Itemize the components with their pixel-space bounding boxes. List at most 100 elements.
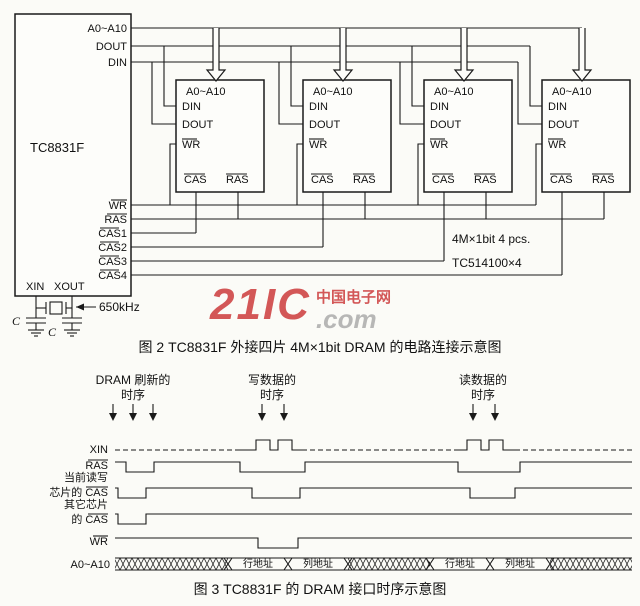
controller-pin-addr: A0~A10 [88, 23, 127, 35]
annotation-read: 读数据的 时序 [459, 372, 507, 421]
address-bus-arrow-icon [453, 28, 475, 82]
controller-pin-wr: WR [109, 200, 127, 212]
controller-tc8831f: TC8831F A0~A10 DOUT DIN WR RAS CAS1 CAS2… [14, 13, 132, 297]
timing-diagram: DRAM 刷新的 时序 写数据的 时序 读数据的 时序 XIN [49, 372, 632, 597]
signal-row-ras: RAS [85, 459, 632, 473]
down-arrow-icon [109, 413, 117, 421]
signal-row-xin: XIN [90, 439, 632, 456]
bus-label-row-address-1: 行地址 [243, 557, 273, 570]
signal-label-current-cas-line2: 芯片的 CAS [49, 485, 108, 499]
dram-pin-addr: A0~A10 [313, 86, 352, 98]
annotation-read-line1: 读数据的 [459, 372, 507, 387]
signal-label-ras: RAS [85, 460, 108, 472]
down-arrow-icon [280, 413, 288, 421]
dram-pin-din: DIN [548, 101, 567, 113]
dram-chip-box [541, 79, 631, 193]
dram-pin-ras: RAS [592, 174, 615, 186]
signal-row-other-cas: 其它芯片 的 CAS [64, 497, 632, 526]
down-arrow-icon [258, 413, 266, 421]
down-arrow-icon [491, 413, 499, 421]
bus-invalid-region [348, 558, 430, 570]
signal-label-current-cas-line1: 当前读写 [64, 470, 108, 484]
bus-label-col-address-1: 列地址 [303, 557, 333, 570]
dram-pin-din: DIN [430, 101, 449, 113]
controller-pin-cas1: CAS1 [98, 228, 127, 240]
annotation-write-line1: 写数据的 [248, 372, 296, 387]
controller-pin-din: DIN [108, 57, 127, 69]
controller-pin-xin: XIN [26, 281, 44, 293]
part-note-type: TC514100×4 [452, 256, 522, 270]
signal-label-address: A0~A10 [71, 559, 110, 571]
down-arrow-icon [149, 413, 157, 421]
dram-chip-3: A0~A10 DIN DOUT WR CAS RAS [423, 28, 513, 193]
controller-box [14, 13, 132, 297]
crystal-symbol [49, 301, 63, 315]
dram-pin-dout: DOUT [548, 119, 579, 131]
signal-label-other-cas-line2: 的 CAS [71, 512, 108, 526]
dram-pin-wr: WR [182, 139, 200, 151]
bus-label-row-address-2: 行地址 [445, 557, 475, 570]
signal-label-other-cas-line1: 其它芯片 [64, 497, 108, 511]
controller-pin-dout: DOUT [96, 41, 127, 53]
dram-pin-wr: WR [548, 139, 566, 151]
down-arrow-icon [129, 413, 137, 421]
dram-pin-din: DIN [309, 101, 328, 113]
controller-pin-cas3: CAS3 [98, 256, 127, 268]
dram-chip-box [175, 79, 265, 193]
controller-pin-xout: XOUT [54, 281, 85, 293]
dram-pin-dout: DOUT [309, 119, 340, 131]
dram-pin-addr: A0~A10 [552, 86, 591, 98]
annotation-refresh-line2: 时序 [121, 387, 145, 402]
dram-pin-din: DIN [182, 101, 201, 113]
address-bus-arrow-icon [205, 28, 227, 82]
part-note-size: 4M×1bit 4 pcs. [452, 232, 530, 246]
dram-pin-addr: A0~A10 [186, 86, 225, 98]
controller-pin-cas2: CAS2 [98, 242, 127, 254]
dram-pin-wr: WR [309, 139, 327, 151]
dram-chip-box [423, 79, 513, 193]
wiring [131, 27, 605, 276]
capacitor-label-right: C [48, 325, 57, 339]
signal-label-wr: WR [90, 536, 108, 548]
dram-pin-ras: RAS [226, 174, 249, 186]
freq-arrow-icon [76, 303, 84, 311]
bus-invalid-region [115, 558, 228, 570]
controller-name: TC8831F [30, 140, 84, 155]
dram-pin-ras: RAS [353, 174, 376, 186]
dram-pin-cas: CAS [311, 174, 334, 186]
crystal-oscillator: C C 650kHz [12, 296, 140, 339]
figure2-caption: 图 2 TC8831F 外接四片 4M×1bit DRAM 的电路连接示意图 [139, 339, 502, 355]
capacitor-label-left: C [12, 314, 21, 328]
signal-row-current-cas: 当前读写 芯片的 CAS [49, 470, 632, 499]
dram-pin-cas: CAS [184, 174, 207, 186]
signal-row-wr: WR [90, 535, 632, 549]
dram-chip-4: A0~A10 DIN DOUT WR CAS RAS [541, 28, 631, 193]
dram-chip-box [302, 79, 392, 193]
dram-pin-dout: DOUT [182, 119, 213, 131]
controller-pin-cas4: CAS4 [98, 270, 127, 282]
dram-chip-2: A0~A10 DIN DOUT WR CAS RAS [302, 28, 392, 193]
dram-pin-cas: CAS [432, 174, 455, 186]
oscillator-frequency: 650kHz [99, 300, 140, 314]
annotation-read-line2: 时序 [471, 387, 495, 402]
bus-invalid-region [550, 558, 632, 570]
dram-chip-1: A0~A10 DIN DOUT WR CAS RAS [175, 28, 265, 193]
dram-pin-addr: A0~A10 [434, 86, 473, 98]
dram-pin-cas: CAS [550, 174, 573, 186]
bus-label-col-address-2: 列地址 [505, 557, 535, 570]
figure3-caption: 图 3 TC8831F 的 DRAM 接口时序示意图 [194, 581, 447, 597]
dram-pin-ras: RAS [474, 174, 497, 186]
signal-label-xin: XIN [90, 444, 108, 456]
circuit-diagram: TC8831F A0~A10 DOUT DIN WR RAS CAS1 CAS2… [12, 13, 631, 355]
signal-row-address-bus: A0~A10 行地址 列地址 行地址 列地址 [71, 557, 632, 571]
annotation-write-line2: 时序 [260, 387, 284, 402]
annotation-refresh: DRAM 刷新的 时序 [96, 372, 171, 421]
dram-pin-dout: DOUT [430, 119, 461, 131]
address-bus-arrow-icon [571, 28, 593, 82]
annotation-refresh-line1: DRAM 刷新的 [96, 372, 171, 387]
dram-pin-wr: WR [430, 139, 448, 151]
address-bus-arrow-icon [332, 28, 354, 82]
annotation-write: 写数据的 时序 [248, 372, 296, 421]
down-arrow-icon [469, 413, 477, 421]
